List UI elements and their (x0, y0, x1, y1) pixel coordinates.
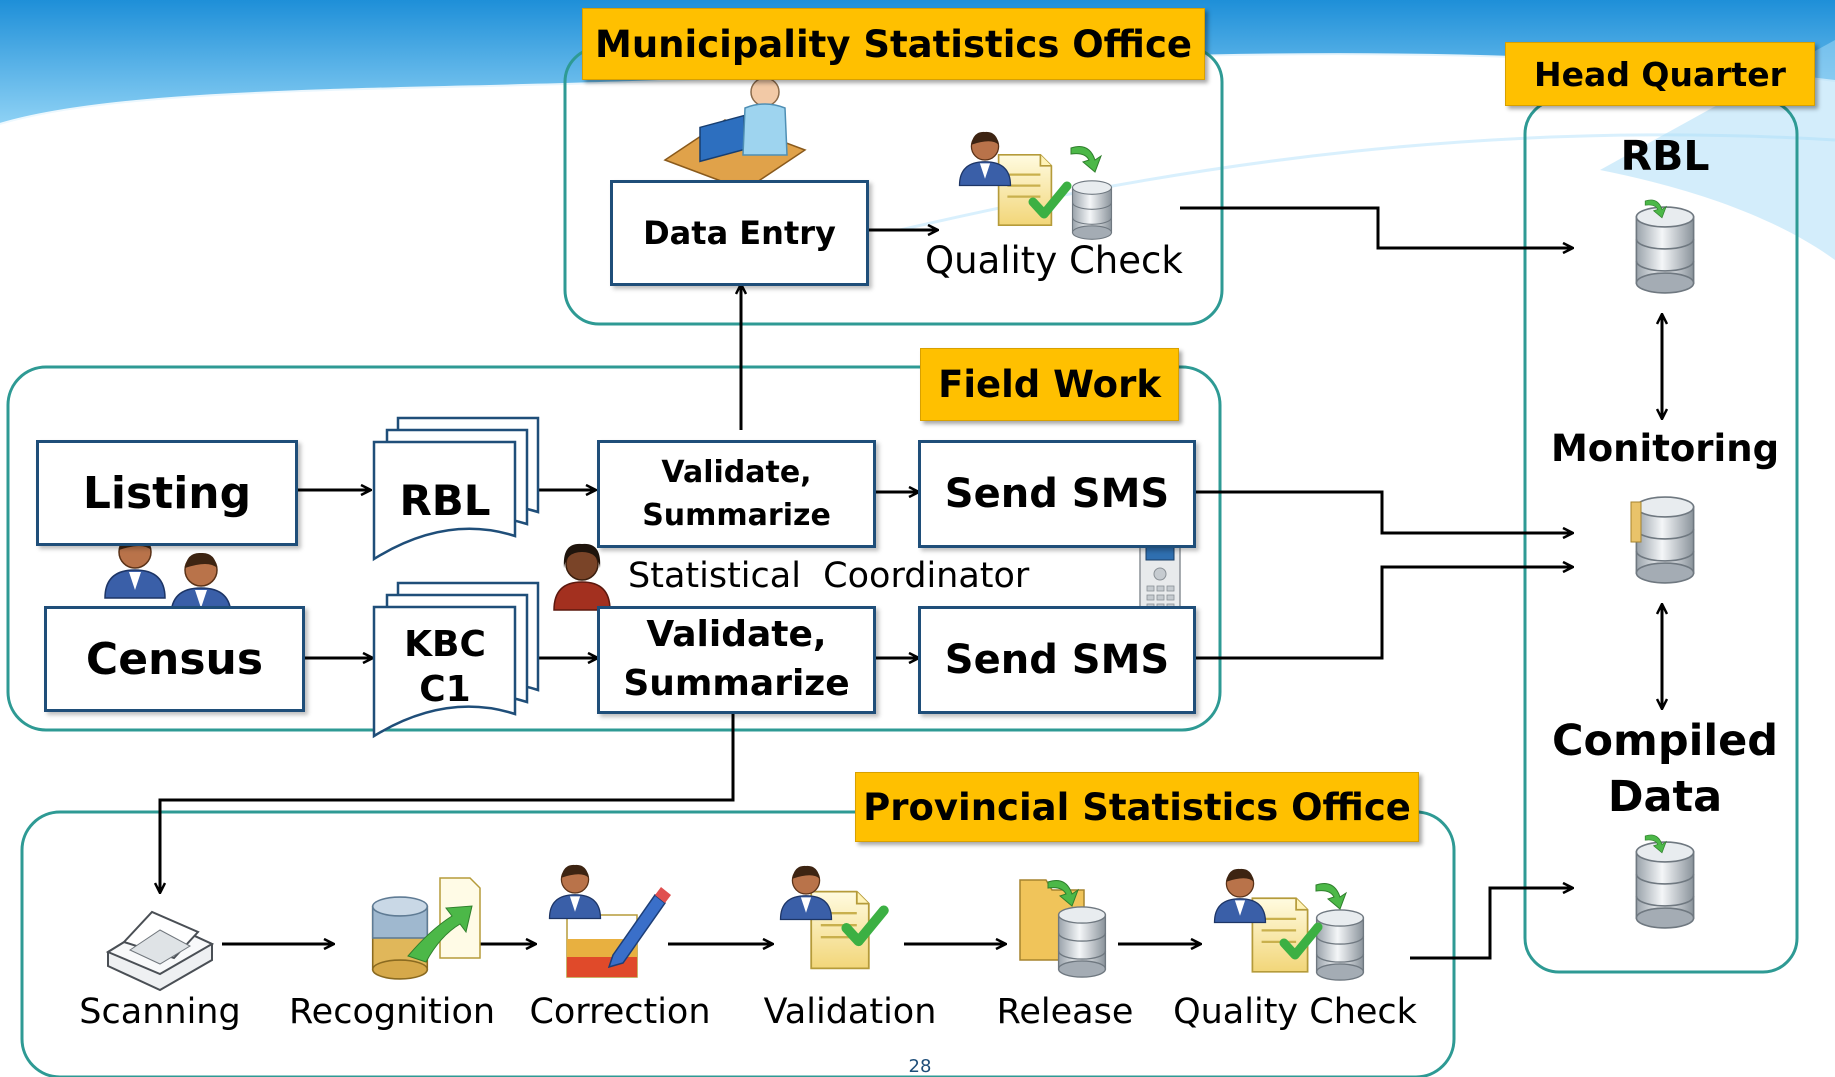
two-persons-icon (104, 534, 232, 617)
send-sms-box-bottom: Send SMS (918, 606, 1196, 714)
arrow-qualitycheck-to-compiled (1410, 888, 1572, 960)
census-box: Census (44, 606, 305, 712)
listing-box: Listing (36, 440, 298, 546)
database-icon (1630, 496, 1695, 584)
person-document-check-icon (779, 865, 884, 970)
person-icon (553, 543, 611, 611)
kbc-document-stack (372, 581, 540, 739)
quality-check-label: Quality Check (925, 239, 1183, 282)
region-field-work (6, 365, 1222, 732)
document-check-database-icon (1213, 868, 1365, 981)
kbc-line1: KBC (404, 624, 486, 665)
validate-summarize-box-top: Validate, Summarize (597, 440, 876, 548)
data-entry-box: Data Entry (610, 180, 869, 286)
hq-rbl-label: RBL (1620, 132, 1710, 180)
hq-compiled-data-label: Compiled Data (1545, 714, 1785, 826)
region-provincial (20, 810, 1456, 1077)
page-number: 28 (908, 1056, 932, 1077)
folder-database-icon (1019, 879, 1107, 978)
step-quality-check-label: Quality Check (1173, 992, 1417, 1032)
region-title-head-quarter: Head Quarter (1505, 42, 1815, 106)
validate-bottom-line1: Validate, (646, 614, 827, 656)
computer-operator-icon (663, 77, 807, 191)
database-icon (1635, 199, 1695, 294)
kbc-document-label: KBC C1 (384, 622, 506, 712)
step-validation-label: Validation (763, 992, 937, 1032)
validate-top-line2: Summarize (642, 498, 831, 533)
database-export-icon (371, 877, 481, 980)
validate-bottom-line2: Summarize (623, 663, 850, 704)
rbl-document-label: RBL (399, 476, 491, 525)
arrow-sms-top-to-monitoring (1190, 490, 1572, 533)
validate-top-line1: Validate, (661, 454, 812, 490)
database-icon (1635, 834, 1695, 929)
step-scanning-label: Scanning (79, 992, 241, 1032)
person-edit-icon (548, 864, 671, 978)
rbl-document-stack (372, 416, 540, 562)
region-title-field-work: Field Work (920, 348, 1179, 421)
arrow-qualitycheck-to-rbl (1180, 206, 1572, 248)
region-title-provincial: Provincial Statistics Office (855, 772, 1419, 842)
region-title-municipality: Municipality Statistics Office (582, 8, 1205, 80)
hq-monitoring-label: Monitoring (1550, 427, 1780, 470)
hq-compiled-line1: Compiled (1551, 716, 1779, 766)
kbc-line2: C1 (419, 669, 471, 710)
connectors (160, 206, 1662, 960)
hq-compiled-line2: Data (1607, 771, 1723, 822)
arrow-validate-to-scanning (160, 708, 735, 892)
step-release-label: Release (996, 992, 1134, 1032)
statistical-coordinator-label: Statistical Coordinator (628, 556, 1030, 596)
arrow-sms-bottom-to-monitoring (1190, 567, 1572, 660)
scanner-icon (105, 910, 215, 992)
validate-summarize-box-bottom: Validate, Summarize (597, 606, 876, 714)
send-sms-box-top: Send SMS (918, 440, 1196, 548)
document-check-database-icon (958, 131, 1113, 240)
step-correction-label: Correction (529, 992, 711, 1032)
step-recognition-label: Recognition (288, 992, 496, 1032)
